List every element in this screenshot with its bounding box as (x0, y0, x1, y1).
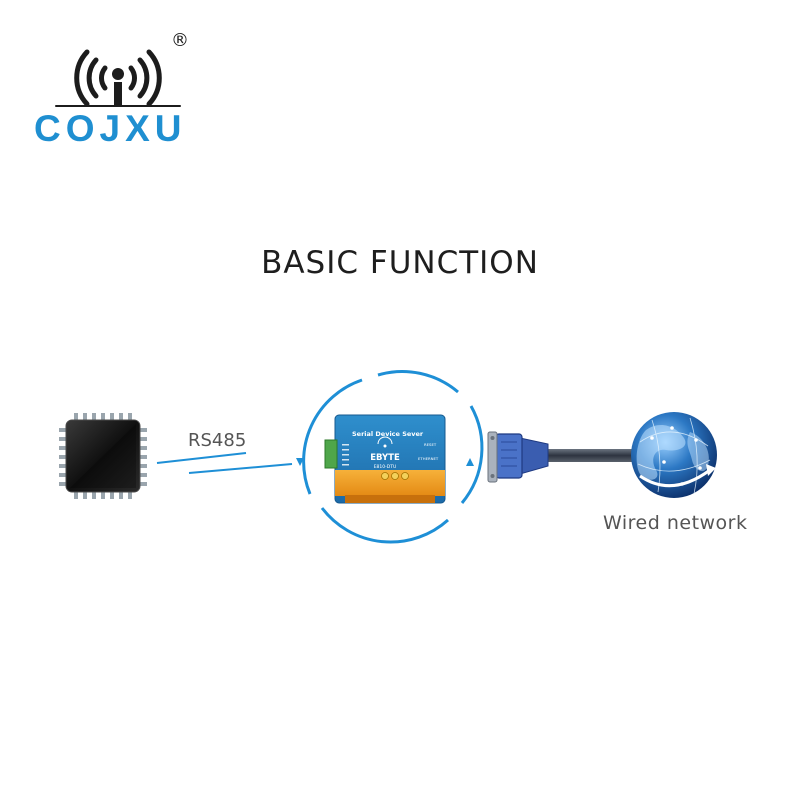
data-cycle-ring (302, 370, 484, 544)
rs485-label: RS485 (188, 430, 247, 451)
serial-device-server-icon: Serial Device Sever EBYTE E810-DTU RESET… (324, 414, 446, 504)
device-ethernet-label: ETHERNET (418, 456, 439, 461)
wired-network-label: Wired network (603, 512, 748, 534)
globe-icon (631, 412, 717, 498)
wireless-antenna-icon (55, 49, 181, 107)
rs485-link (156, 452, 293, 474)
page-title: BASIC FUNCTION (261, 245, 539, 281)
device-title: Serial Device Sever (352, 430, 424, 438)
registered-mark: ® (171, 30, 189, 51)
chip-icon (59, 413, 147, 499)
cojxu-logo (55, 49, 181, 107)
brand-name: COJXU (34, 108, 187, 149)
device-brand: EBYTE (370, 453, 400, 463)
device-model: E810-DTU (374, 464, 397, 470)
cycle-arrow-icon (296, 458, 474, 466)
device-reset-label: RESET (424, 442, 437, 447)
